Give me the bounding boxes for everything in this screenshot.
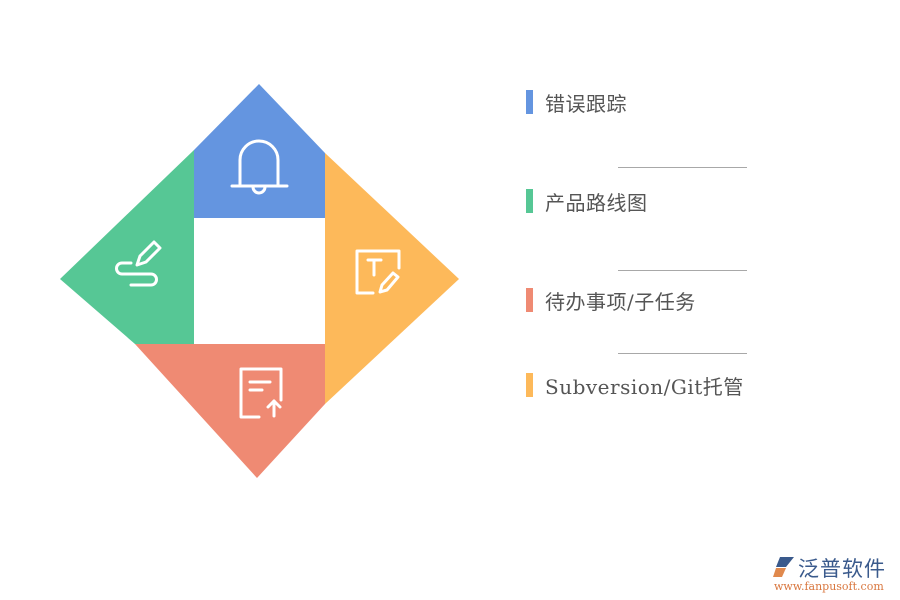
segment-bottom: [135, 344, 325, 478]
divider: [618, 270, 747, 271]
segment-left: [60, 150, 194, 344]
segment-top: [194, 84, 325, 218]
logo-name: 泛普软件: [798, 557, 886, 581]
segment-right: [325, 153, 459, 404]
legend-item-bug-tracking: 错误跟踪: [526, 89, 627, 116]
legend-label: 产品路线图: [545, 190, 648, 215]
legend-item-product-roadmap: 产品路线图: [526, 188, 648, 215]
bell-icon: [230, 139, 289, 195]
legend-item-svn-git-hosting: Subversion/Git托管: [526, 372, 744, 399]
legend-label: 待办事项/子任务: [545, 289, 696, 314]
legend-label: 错误跟踪: [545, 91, 627, 116]
divider: [618, 167, 747, 168]
legend-color-swatch: [526, 90, 533, 114]
legend-color-swatch: [526, 189, 533, 213]
logo-mark-icon: [773, 557, 794, 577]
pen-path-icon: [115, 240, 162, 287]
legend-color-swatch: [526, 288, 533, 312]
document-upload-icon: [239, 367, 283, 419]
brand-logo: 泛普软件 www.fanpusoft.com: [770, 553, 895, 593]
legend-label: Subversion/Git托管: [545, 374, 744, 399]
divider: [618, 353, 747, 354]
text-edit-icon: [355, 249, 401, 295]
legend-color-swatch: [526, 373, 533, 397]
logo-url: www.fanpusoft.com: [774, 580, 884, 593]
legend-item-todo-subtasks: 待办事项/子任务: [526, 287, 696, 314]
